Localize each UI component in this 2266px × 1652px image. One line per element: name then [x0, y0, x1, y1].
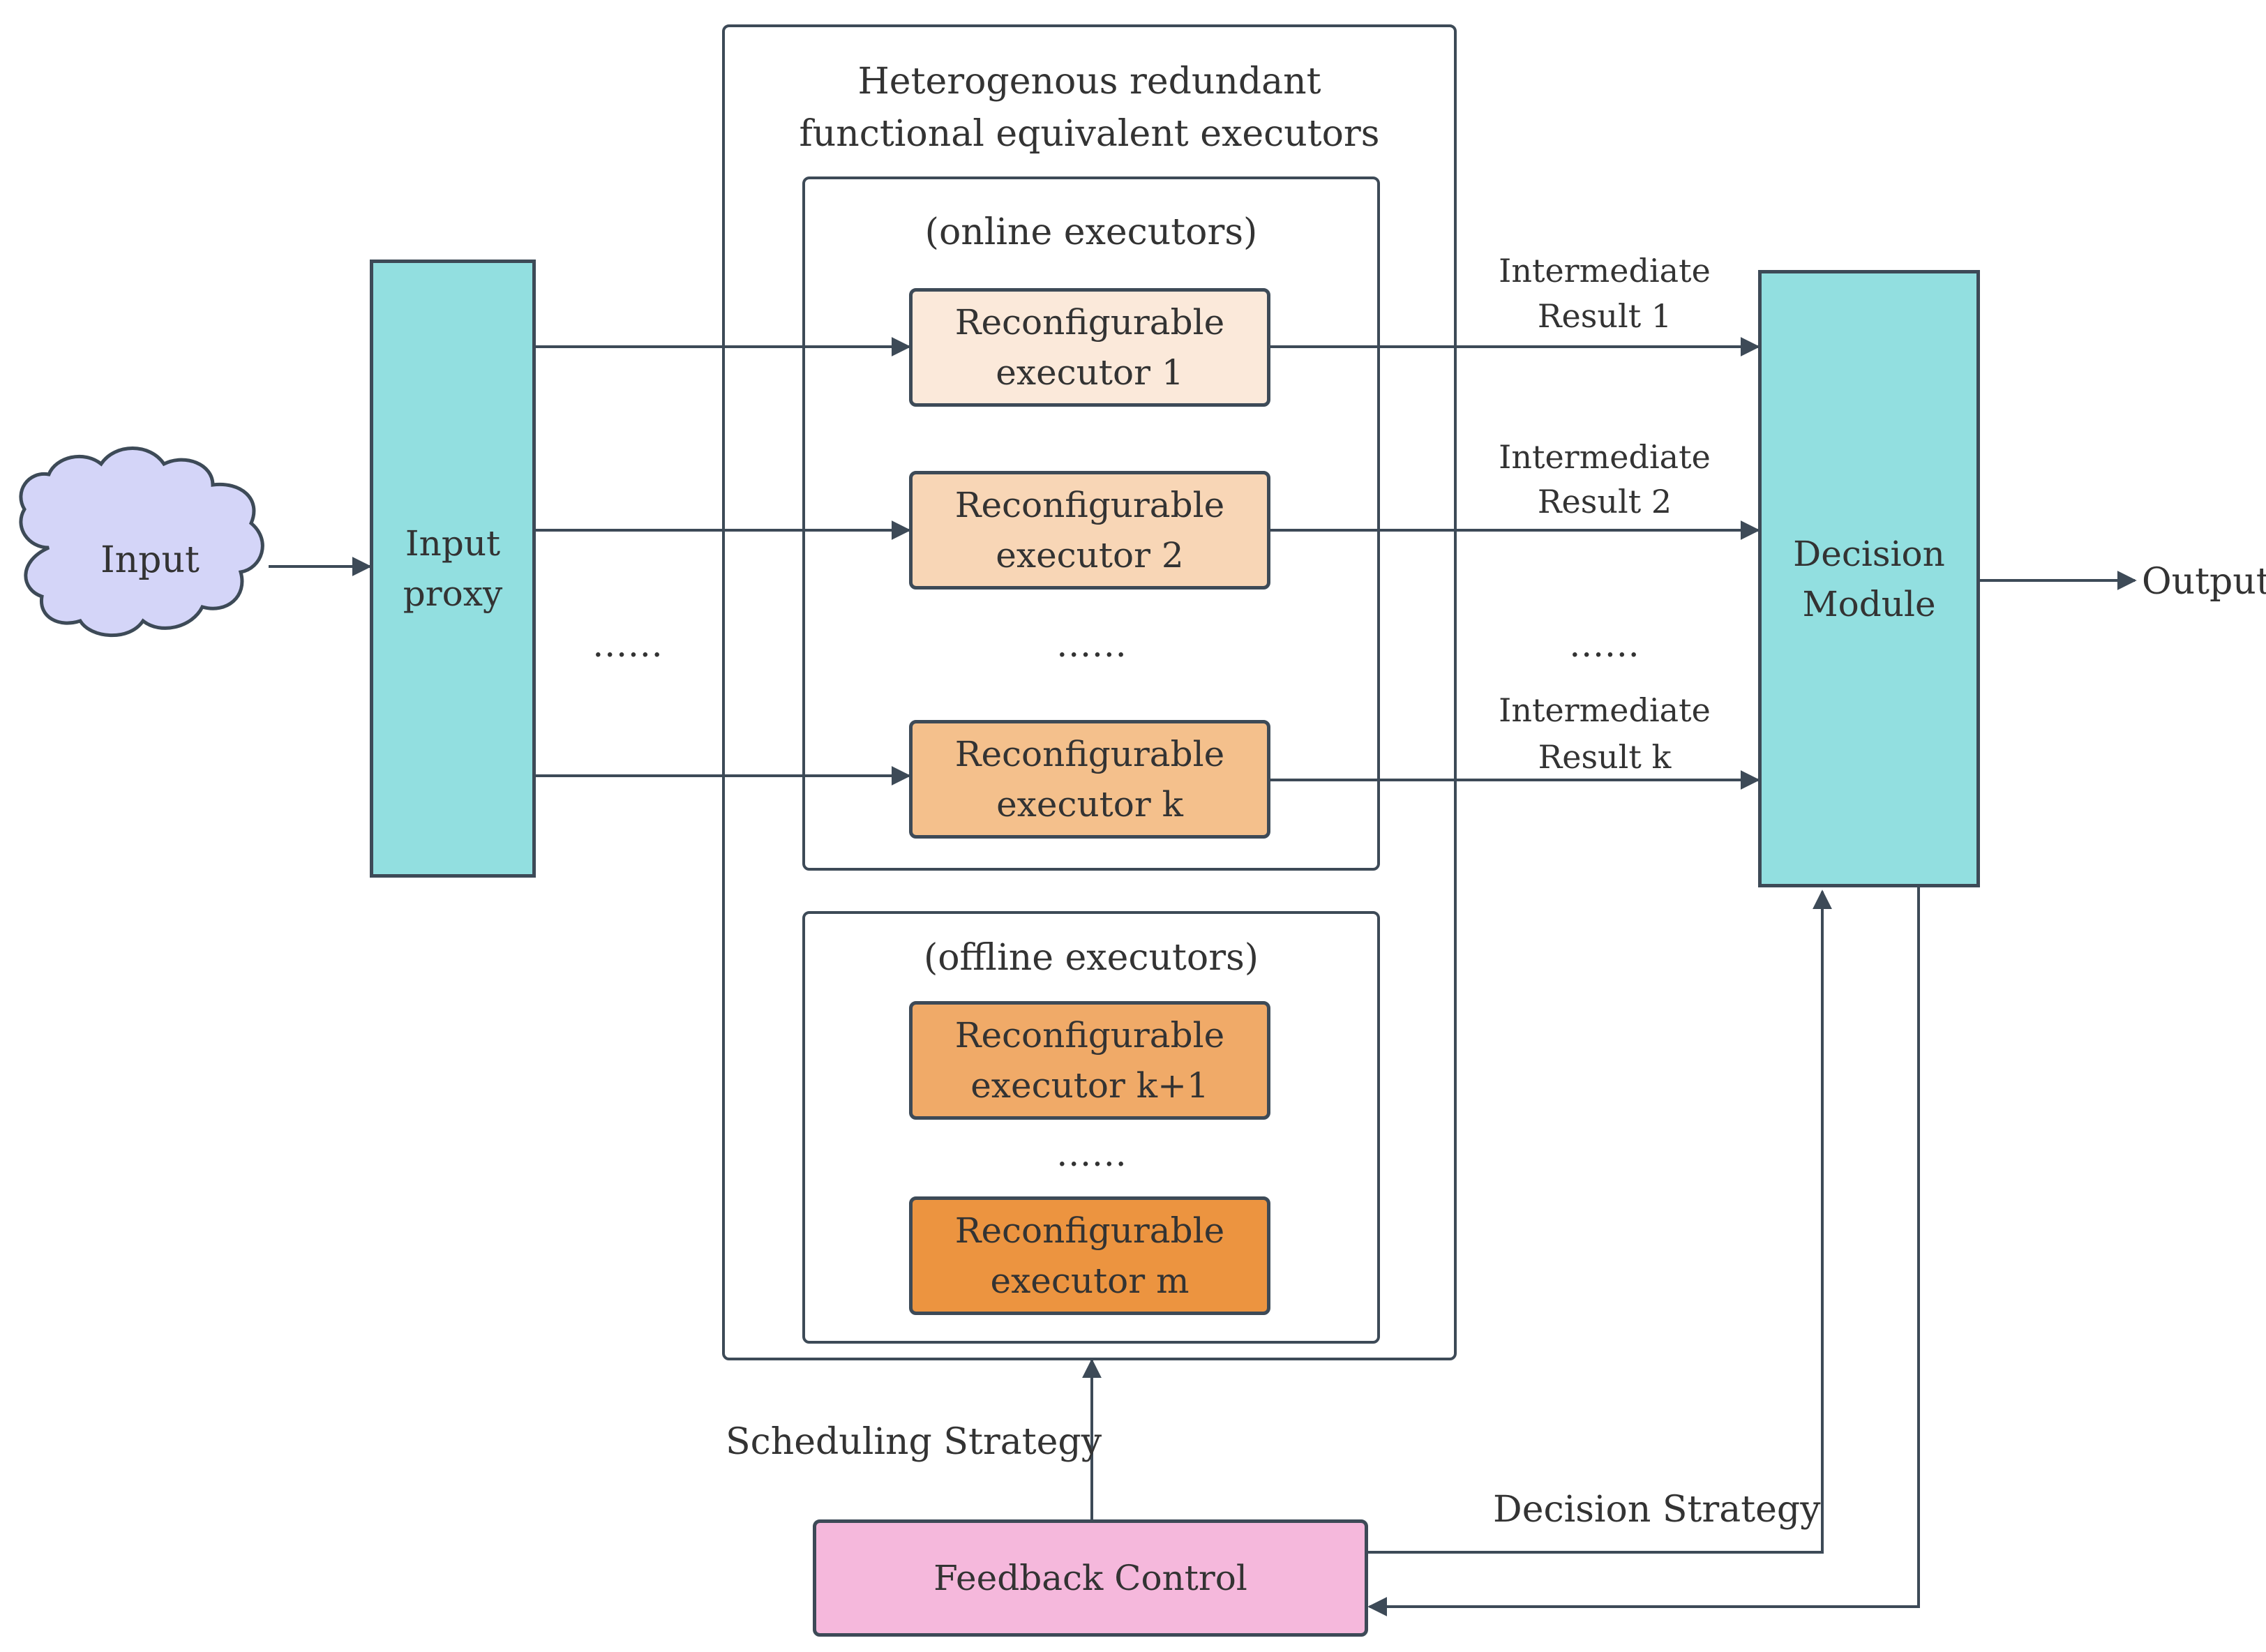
executor-2-line2: executor 2	[996, 535, 1184, 576]
arrow-decision-strategy	[1366, 889, 1832, 1554]
input-proxy-label-line2: proxy	[403, 573, 503, 614]
executor-k-line1: Reconfigurable	[954, 734, 1225, 774]
ellipsis-offline-executors: ......	[1056, 1134, 1127, 1174]
offline-executors-group	[802, 911, 1380, 1344]
executors-outer-group	[722, 24, 1457, 1360]
ellipsis-intermediate-results: ......	[1569, 624, 1640, 665]
online-group-title: (online executors)	[924, 211, 1258, 253]
executor-1-line1: Reconfigurable	[954, 302, 1225, 343]
ellipsis-online-executors: ......	[1056, 624, 1127, 665]
arrow-decision-feedback	[1367, 887, 1920, 1616]
input-proxy-label-line1: Input	[405, 523, 501, 564]
executor-k-plus-1-line1: Reconfigurable	[954, 1015, 1225, 1056]
executor-1-box: Reconfigurable executor 1	[909, 288, 1270, 407]
decision-module-label-line2: Module	[1802, 583, 1936, 624]
intermediate-result-k-line2: Result k	[1538, 738, 1672, 776]
executor-m-line2: executor m	[990, 1261, 1190, 1301]
intermediate-result-2-line1: Intermediate	[1499, 438, 1711, 476]
input-cloud-label: Input	[100, 539, 200, 581]
intermediate-result-k-line1: Intermediate	[1499, 691, 1711, 729]
intermediate-result-1-line1: Intermediate	[1499, 252, 1711, 290]
executor-k-plus-1-line2: executor k+1	[970, 1065, 1209, 1106]
ellipsis-proxy-arrows: ......	[592, 624, 663, 665]
decision-module-label-line1: Decision	[1793, 533, 1945, 574]
decision-strategy-label: Decision Strategy	[1493, 1489, 1821, 1531]
input-cloud-shape	[19, 446, 264, 638]
executor-1-line2: executor 1	[996, 352, 1184, 393]
outer-group-title-line2: functional equivalent executors	[799, 113, 1380, 155]
feedback-control-label: Feedback Control	[933, 1558, 1247, 1598]
executor-2-line1: Reconfigurable	[954, 485, 1225, 525]
offline-group-title: (offline executors)	[923, 937, 1259, 979]
input-proxy-box: Input proxy	[370, 260, 536, 878]
executor-k-box: Reconfigurable executor k	[909, 720, 1270, 839]
executor-k-plus-1-box: Reconfigurable executor k+1	[909, 1001, 1270, 1120]
feedback-control-box: Feedback Control	[813, 1519, 1368, 1637]
executor-m-line1: Reconfigurable	[954, 1210, 1225, 1251]
intermediate-result-1-line2: Result 1	[1537, 297, 1672, 335]
online-executors-group	[802, 177, 1380, 871]
outer-group-title-line1: Heterogenous redundant	[857, 61, 1321, 103]
output-label: Output	[2142, 561, 2266, 603]
decision-module-box: Decision Module	[1758, 270, 1980, 887]
scheduling-strategy-label: Scheduling Strategy	[726, 1421, 1102, 1463]
executor-2-box: Reconfigurable executor 2	[909, 471, 1270, 590]
intermediate-result-2-line2: Result 2	[1537, 483, 1672, 520]
executor-k-line2: executor k	[996, 784, 1183, 825]
executor-m-box: Reconfigurable executor m	[909, 1196, 1270, 1315]
